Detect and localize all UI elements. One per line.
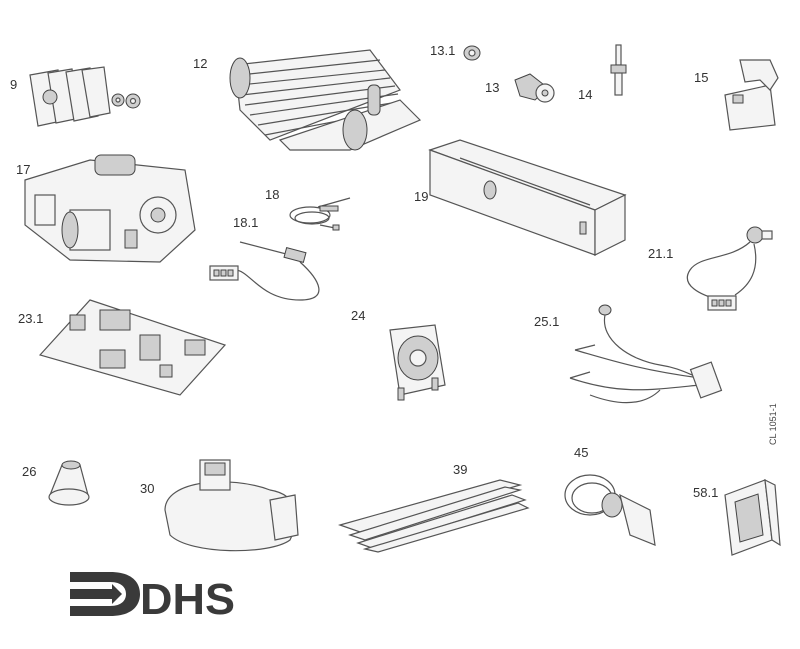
part-39-burner-strips <box>338 479 530 553</box>
label-24: 24 <box>351 308 365 323</box>
part-25-1-harness <box>569 304 723 404</box>
label-18: 18 <box>265 187 279 202</box>
label-25-1: 25.1 <box>534 314 559 329</box>
logo-text: DHS <box>140 575 235 624</box>
part-13-injector <box>514 73 555 103</box>
label-9: 9 <box>10 77 17 92</box>
part-14-electrode <box>610 44 627 96</box>
label-39: 39 <box>453 462 467 477</box>
label-12: 12 <box>193 56 207 71</box>
label-19: 19 <box>414 189 428 204</box>
label-58-1: 58.1 <box>693 485 718 500</box>
label-23-1: 23.1 <box>18 311 43 326</box>
part-19-control-box <box>428 139 627 256</box>
dhs-logo: DHS <box>70 572 235 624</box>
part-24-pressure-switch <box>389 324 446 401</box>
part-17-gas-valve <box>24 154 196 263</box>
label-21-1: 21.1 <box>648 246 673 261</box>
part-26-knob <box>48 460 90 506</box>
label-14: 14 <box>578 87 592 102</box>
label-18-1: 18.1 <box>233 215 258 230</box>
label-15: 15 <box>694 70 708 85</box>
part-30-fan <box>164 459 299 552</box>
part-13-1-washer <box>463 45 481 61</box>
part-15-cover <box>724 59 779 131</box>
part-45-thermostat <box>564 474 656 546</box>
label-26: 26 <box>22 464 36 479</box>
part-12-burner <box>229 49 422 151</box>
part-9-gasket-set <box>29 66 141 127</box>
part-21-1-sensor <box>686 226 773 311</box>
part-23-1-pcb <box>38 299 227 396</box>
label-13-1: 13.1 <box>430 43 455 58</box>
label-45: 45 <box>574 445 588 460</box>
label-13: 13 <box>485 80 499 95</box>
part-58-1-switch <box>724 478 781 556</box>
label-30: 30 <box>140 481 154 496</box>
label-17: 17 <box>16 162 30 177</box>
part-18-thermocouple <box>289 197 351 231</box>
part-18-1-probe <box>209 241 320 301</box>
drawing-code: CL 1051-1 <box>768 403 778 445</box>
